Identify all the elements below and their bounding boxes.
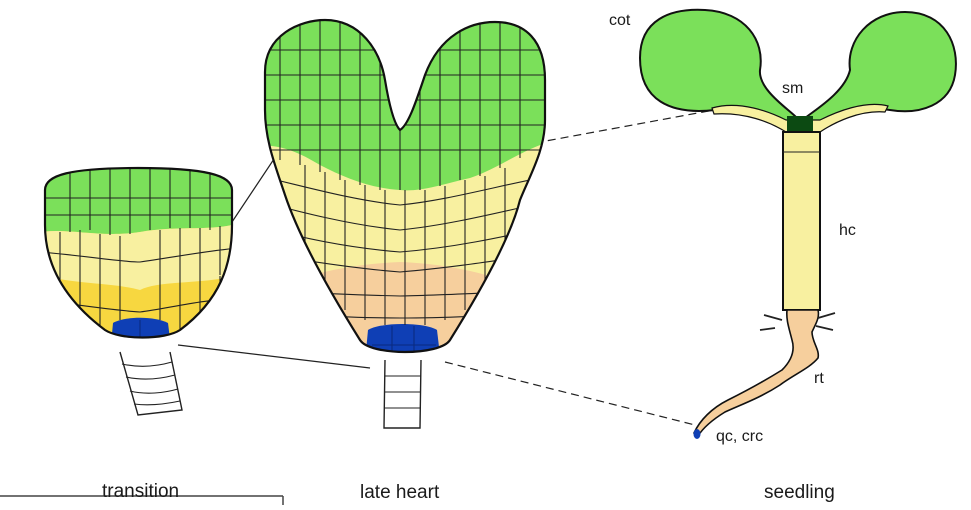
connector-heart-to-seedling-bottom <box>445 362 695 425</box>
shoot-meristem <box>787 116 813 131</box>
late-heart-embryo <box>255 10 555 428</box>
seedling <box>640 10 956 439</box>
connector-heart-to-seedling-top <box>535 110 714 143</box>
transition-suspensor <box>120 352 182 415</box>
label-sm: sm <box>782 80 803 98</box>
caption-late-heart: late heart <box>360 482 439 504</box>
connector-transition-to-heart-bottom <box>178 345 370 368</box>
transition-embryo <box>40 160 240 415</box>
heart-suspensor <box>384 360 421 428</box>
label-hc: hc <box>839 222 856 240</box>
seedling-cotyledons <box>640 10 956 130</box>
caption-transition: transition <box>102 481 179 503</box>
caption-seedling: seedling <box>764 482 835 504</box>
hypocotyl <box>783 132 820 310</box>
root <box>694 310 818 436</box>
label-qc-crc: qc, crc <box>716 428 763 446</box>
label-cot: cot <box>609 12 630 30</box>
root-tip-qc <box>694 429 701 439</box>
connector-transition-to-heart-top <box>232 156 276 222</box>
label-rt: rt <box>814 370 824 388</box>
